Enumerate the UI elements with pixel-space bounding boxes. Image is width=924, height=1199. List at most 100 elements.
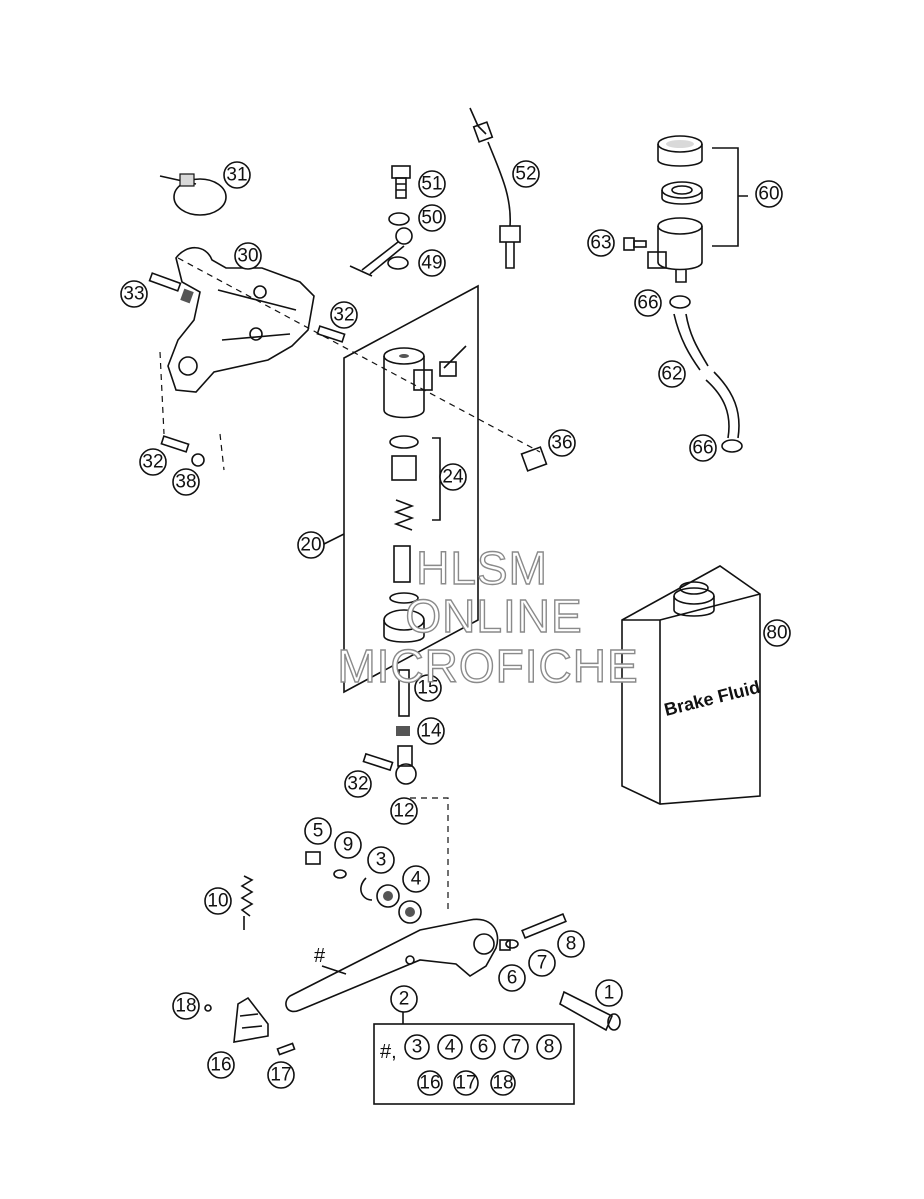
return-spring-10-part bbox=[240, 875, 254, 930]
piston-kit-24-part bbox=[383, 435, 425, 643]
ball-18-part bbox=[204, 1004, 212, 1012]
callout-33: 33 bbox=[120, 280, 148, 308]
reservoir-bracket-group bbox=[712, 147, 748, 247]
master-cylinder-assembly-outline bbox=[343, 284, 479, 694]
callout-49: 49 bbox=[418, 249, 446, 277]
callout-24: 24 bbox=[439, 463, 467, 491]
callout-14: 14 bbox=[417, 717, 445, 745]
svg-text:32: 32 bbox=[347, 774, 368, 795]
kit-prefix: #, bbox=[380, 1041, 397, 1063]
callout-10: 10 bbox=[204, 887, 232, 915]
banjo-bolt-part bbox=[391, 165, 411, 199]
svg-text:80: 80 bbox=[766, 623, 787, 644]
callout-38: 38 bbox=[172, 468, 200, 496]
callout-66-lower: 66 bbox=[689, 434, 717, 462]
master-cylinder-body-part bbox=[383, 347, 433, 419]
svg-text:12: 12 bbox=[393, 801, 414, 822]
bearing-4-part bbox=[376, 884, 422, 924]
brake-fluid-can-part: Brake Fluid bbox=[621, 565, 762, 805]
callout-1: 1 bbox=[595, 979, 623, 1007]
callout-6: 6 bbox=[498, 964, 526, 992]
brake-light-switch-part bbox=[469, 107, 521, 269]
bolt-32-upper-part bbox=[316, 325, 346, 343]
watermark-line-3: MICROFICHE bbox=[337, 640, 638, 692]
callout-5: 5 bbox=[304, 817, 332, 845]
svg-text:9: 9 bbox=[343, 835, 354, 856]
callout-60: 60 bbox=[755, 180, 783, 208]
sealing-washer-50-part bbox=[388, 212, 410, 226]
kit-item-17: 17 bbox=[453, 1070, 479, 1096]
svg-text:36: 36 bbox=[551, 433, 572, 454]
callout-4: 4 bbox=[402, 865, 430, 893]
hose-fitting-part bbox=[349, 227, 413, 277]
screw-63-part bbox=[623, 237, 647, 251]
callout-16: 16 bbox=[207, 1051, 235, 1079]
callout-2: 2 bbox=[390, 985, 418, 1013]
kit-item-7: 7 bbox=[503, 1034, 529, 1060]
kit-item-8: 8 bbox=[536, 1034, 562, 1060]
callout-62: 62 bbox=[658, 360, 686, 388]
callout-3: 3 bbox=[367, 846, 395, 874]
svg-text:18: 18 bbox=[492, 1073, 513, 1094]
callout-20: 20 bbox=[297, 531, 325, 559]
svg-text:33: 33 bbox=[123, 284, 144, 305]
svg-text:4: 4 bbox=[411, 869, 422, 890]
reservoir-cap-part bbox=[657, 135, 703, 167]
circlip-3-part bbox=[360, 877, 373, 901]
bolt-33-part bbox=[148, 272, 194, 304]
kit-item-4: 4 bbox=[437, 1034, 463, 1060]
svg-text:6: 6 bbox=[478, 1037, 489, 1058]
sealing-washer-49-part bbox=[387, 256, 409, 270]
repair-kit-box: #, bbox=[373, 1010, 575, 1105]
callout-7: 7 bbox=[528, 949, 556, 977]
svg-text:52: 52 bbox=[515, 164, 536, 185]
kit-item-3: 3 bbox=[404, 1034, 430, 1060]
callout-51: 51 bbox=[418, 170, 446, 198]
callout-36: 36 bbox=[548, 429, 576, 457]
brake-pedal-part: # bbox=[285, 918, 499, 1013]
dashed-assembly-lines bbox=[159, 257, 541, 910]
callout-32-upper: 32 bbox=[330, 301, 358, 329]
leader-lines bbox=[323, 477, 447, 545]
svg-text:60: 60 bbox=[758, 184, 779, 205]
bolt-8-part bbox=[521, 913, 567, 939]
hose-clamp-66-lower-part bbox=[721, 439, 743, 453]
reservoir-gasket-part bbox=[661, 181, 703, 205]
kit-item-16: 16 bbox=[417, 1070, 443, 1096]
svg-text:5: 5 bbox=[313, 821, 324, 842]
washer-9-part bbox=[333, 869, 347, 879]
bolt-32-clevis-part bbox=[362, 752, 394, 772]
nut-38-part bbox=[191, 453, 205, 467]
svg-text:3: 3 bbox=[376, 850, 387, 871]
nut-5-part bbox=[305, 851, 321, 865]
svg-text:51: 51 bbox=[421, 174, 442, 195]
callout-32-lower: 32 bbox=[139, 448, 167, 476]
callout-9: 9 bbox=[334, 831, 362, 859]
svg-text:16: 16 bbox=[210, 1055, 231, 1076]
bolt-32-lower-part bbox=[160, 435, 190, 453]
push-rod-15-part bbox=[398, 669, 410, 717]
nut-36-part bbox=[520, 446, 548, 472]
callout-18: 18 bbox=[172, 992, 200, 1020]
svg-text:14: 14 bbox=[420, 721, 442, 742]
svg-text:66: 66 bbox=[637, 293, 658, 314]
svg-text:62: 62 bbox=[661, 364, 682, 385]
washer-7-part bbox=[505, 939, 519, 949]
svg-text:1: 1 bbox=[604, 983, 615, 1004]
svg-text:50: 50 bbox=[421, 208, 442, 229]
kit-item-18: 18 bbox=[490, 1070, 516, 1096]
callout-66-upper: 66 bbox=[634, 289, 662, 317]
callout-15: 15 bbox=[414, 674, 442, 702]
screw-17-part bbox=[276, 1042, 296, 1056]
svg-text:24: 24 bbox=[442, 467, 464, 488]
callout-50: 50 bbox=[418, 204, 446, 232]
svg-text:10: 10 bbox=[207, 891, 228, 912]
pivot-bolt-1-part bbox=[559, 990, 621, 1032]
callout-80: 80 bbox=[763, 619, 791, 647]
svg-text:63: 63 bbox=[590, 233, 611, 254]
svg-text:17: 17 bbox=[455, 1073, 476, 1094]
svg-text:66: 66 bbox=[692, 438, 713, 459]
nut-6-part bbox=[499, 939, 511, 951]
brake-hose-62-part bbox=[673, 313, 740, 439]
